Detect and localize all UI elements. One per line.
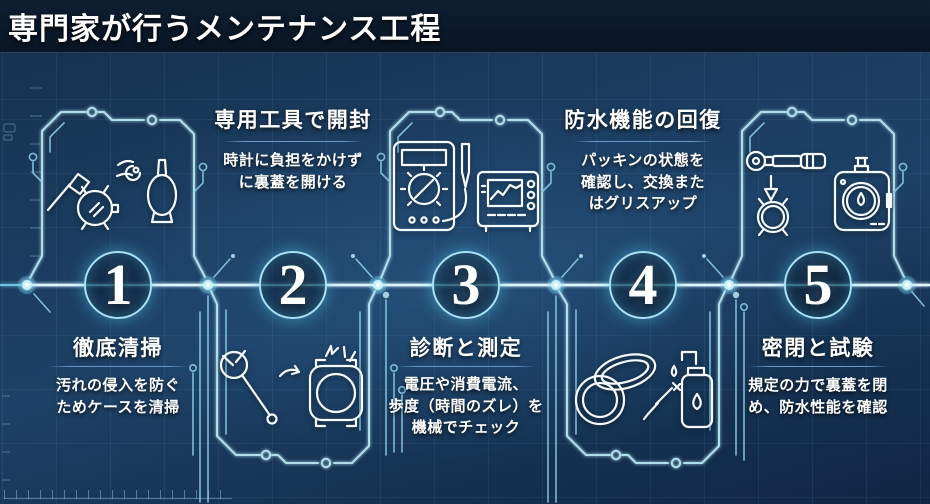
step-2-number: 2 xyxy=(278,252,308,317)
step-3-number-badge: 3 xyxy=(432,251,500,319)
step-3-description: 電圧や消費電流、 歩度（時間のズレ）を 機械でチェック xyxy=(388,376,544,436)
bottom-scale-ruler xyxy=(4,490,232,499)
step-2-description: 時計に負担をかけず に裏蓋を開ける xyxy=(223,152,363,191)
page-title: 専門家が行うメンテナンス工程 xyxy=(8,13,442,46)
step-3-divider xyxy=(396,366,536,367)
step-3-number: 3 xyxy=(451,252,481,317)
step-4-divider xyxy=(573,141,713,142)
step-1-number-badge: 1 xyxy=(84,251,152,319)
step-2-divider xyxy=(223,141,363,142)
step-4-title: 防水機能の回復 xyxy=(564,109,722,132)
step-3-title: 診断と測定 xyxy=(409,337,523,360)
multimeter-timegrapher-icon xyxy=(390,136,542,236)
ruler-ticks xyxy=(2,87,42,481)
step-5-title: 密閉と試験 xyxy=(761,337,875,360)
step-1-number: 1 xyxy=(103,252,133,317)
step-4-description: パッキンの状態を 確認し、交換また はグリスアップ xyxy=(580,152,705,212)
step-2-title: 専用工具で開封 xyxy=(214,109,372,132)
step-4-number-badge: 4 xyxy=(609,251,677,319)
gasket-grease-icon xyxy=(570,342,718,437)
torque-wrench-pressure-tester-icon xyxy=(743,144,893,236)
title-bar: 専門家が行うメンテナンス工程 xyxy=(0,0,930,53)
step-2-number-badge: 2 xyxy=(259,251,327,319)
step-1-divider xyxy=(48,366,188,367)
rail-node-dots xyxy=(18,276,916,294)
step-1-title: 徹底清掃 xyxy=(73,337,163,360)
step-1-description: 汚れの侵入を防ぐ ためケースを清掃 xyxy=(55,377,180,416)
brush-blower-cleaning-icon xyxy=(40,146,196,238)
step-5-number: 5 xyxy=(803,252,833,317)
step-5-divider xyxy=(748,366,888,367)
case-opener-wrench-icon xyxy=(214,344,372,436)
step-5-number-badge: 5 xyxy=(784,251,852,319)
step-4-number: 4 xyxy=(628,252,658,317)
step-5-description: 規定の力で裏蓋を閉 め、防水性能を確認 xyxy=(748,377,888,416)
